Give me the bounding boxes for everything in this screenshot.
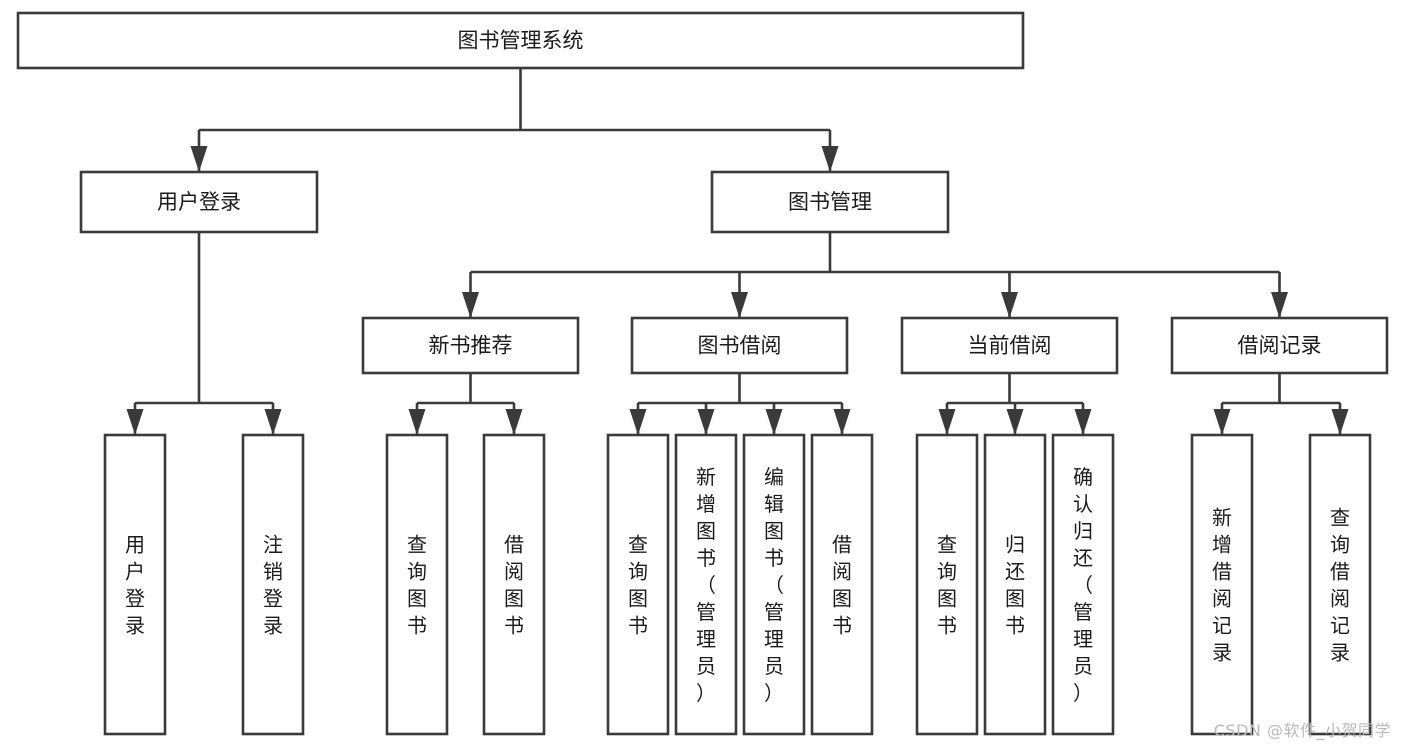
arrow-head-icon — [697, 409, 715, 435]
node-layer: 图书管理系统用户登录图书管理新书推荐图书借阅当前借阅借阅记录用户登录注销登录查询… — [16, 11, 1389, 736]
node-book-manage[interactable]: 图书管理 — [710, 170, 950, 234]
arrow-head-icon — [190, 146, 208, 172]
node-leaf-query-book-3[interactable]: 查询图书 — [915, 433, 979, 736]
node-box-book-borrow[interactable] — [630, 316, 849, 375]
node-box-leaf-borrow-book-2[interactable] — [810, 433, 874, 736]
node-label-leaf-borrow-book-1: 借阅图书 — [504, 533, 524, 638]
node-box-borrow-record[interactable] — [1170, 316, 1389, 375]
node-label-leaf-edit-book: 编辑图书（管理员） — [764, 465, 784, 705]
node-label-leaf-return-book: 归还图书 — [1005, 533, 1025, 638]
arrow-head-icon — [1074, 409, 1092, 435]
arrow-head-icon — [408, 409, 426, 435]
node-label-leaf-query-book-3: 查询图书 — [937, 533, 957, 638]
arrow-head-icon — [765, 409, 783, 435]
node-label-leaf-query-book-1: 查询图书 — [407, 533, 427, 638]
arrow-head-icon — [1001, 292, 1018, 318]
node-current-borrow[interactable]: 当前借阅 — [900, 316, 1119, 375]
node-label-root: 图书管理系统 — [458, 29, 584, 53]
node-leaf-confirm-return[interactable]: 确认归还（管理员） — [1051, 433, 1115, 736]
node-box-leaf-add-record[interactable] — [1190, 433, 1254, 736]
node-label-leaf-query-record: 查询借阅记录 — [1330, 506, 1350, 665]
node-leaf-edit-book[interactable]: 编辑图书（管理员） — [742, 433, 806, 736]
node-leaf-add-record[interactable]: 新增借阅记录 — [1190, 433, 1254, 736]
node-borrow-record[interactable]: 借阅记录 — [1170, 316, 1389, 375]
node-box-current-borrow[interactable] — [900, 316, 1119, 375]
node-label-leaf-add-book: 新增图书（管理员） — [696, 465, 716, 705]
node-user-login[interactable]: 用户登录 — [79, 170, 319, 234]
node-leaf-query-record[interactable]: 查询借阅记录 — [1308, 433, 1372, 736]
node-label-leaf-borrow-book-2: 借阅图书 — [832, 533, 852, 638]
node-box-root[interactable] — [16, 11, 1025, 70]
node-book-borrow[interactable]: 图书借阅 — [630, 316, 849, 375]
node-box-leaf-logout[interactable] — [241, 433, 305, 736]
node-box-leaf-borrow-book-1[interactable] — [482, 433, 546, 736]
arrow-head-icon — [1271, 292, 1288, 318]
node-leaf-return-book[interactable]: 归还图书 — [983, 433, 1047, 736]
node-label-leaf-confirm-return: 确认归还（管理员） — [1073, 465, 1093, 705]
node-box-leaf-query-record[interactable] — [1308, 433, 1372, 736]
node-box-leaf-return-book[interactable] — [983, 433, 1047, 736]
arrow-head-icon — [462, 292, 479, 318]
node-label-new-book-rec: 新书推荐 — [429, 334, 513, 358]
arrow-head-icon — [833, 409, 851, 435]
node-leaf-add-book[interactable]: 新增图书（管理员） — [674, 433, 738, 736]
node-box-leaf-query-book-3[interactable] — [915, 433, 979, 736]
node-label-borrow-record: 借阅记录 — [1238, 334, 1322, 358]
arrow-head-icon — [1213, 409, 1231, 435]
node-leaf-borrow-book-2[interactable]: 借阅图书 — [810, 433, 874, 736]
arrow-head-icon — [1331, 409, 1349, 435]
node-leaf-user-login[interactable]: 用户登录 — [103, 433, 167, 736]
arrow-head-icon — [126, 409, 144, 435]
arrow-head-icon — [938, 409, 956, 435]
node-label-leaf-add-record: 新增借阅记录 — [1212, 506, 1232, 665]
node-leaf-query-book-1[interactable]: 查询图书 — [385, 433, 449, 736]
node-label-leaf-logout: 注销登录 — [263, 533, 283, 638]
node-box-leaf-user-login[interactable] — [103, 433, 167, 736]
node-root[interactable]: 图书管理系统 — [16, 11, 1025, 70]
node-label-user-login: 用户登录 — [157, 190, 241, 214]
node-new-book-rec[interactable]: 新书推荐 — [361, 316, 580, 375]
arrow-head-icon — [1006, 409, 1024, 435]
node-box-leaf-query-book-2[interactable] — [606, 433, 670, 736]
node-label-current-borrow: 当前借阅 — [968, 334, 1052, 358]
node-leaf-logout[interactable]: 注销登录 — [241, 433, 305, 736]
node-box-leaf-query-book-1[interactable] — [385, 433, 449, 736]
node-label-leaf-user-login: 用户登录 — [125, 533, 145, 638]
arrow-head-icon — [264, 409, 282, 435]
node-box-leaf-edit-book[interactable] — [742, 433, 806, 736]
arrow-head-icon — [505, 409, 523, 435]
node-box-book-manage[interactable] — [710, 170, 950, 234]
arrow-head-icon — [629, 409, 647, 435]
csdn-watermark: CSDN @软件_小贺同学 — [1213, 721, 1391, 740]
node-box-leaf-confirm-return[interactable] — [1051, 433, 1115, 736]
node-label-book-borrow: 图书借阅 — [698, 334, 782, 358]
node-leaf-borrow-book-1[interactable]: 借阅图书 — [482, 433, 546, 736]
node-box-new-book-rec[interactable] — [361, 316, 580, 375]
arrow-head-icon — [821, 146, 839, 172]
node-leaf-query-book-2[interactable]: 查询图书 — [606, 433, 670, 736]
arrow-head-icon — [731, 292, 748, 318]
node-label-book-manage: 图书管理 — [788, 190, 872, 214]
node-label-leaf-query-book-2: 查询图书 — [628, 533, 648, 638]
connector-layer — [126, 68, 1349, 435]
node-box-leaf-add-book[interactable] — [674, 433, 738, 736]
node-box-user-login[interactable] — [79, 170, 319, 234]
